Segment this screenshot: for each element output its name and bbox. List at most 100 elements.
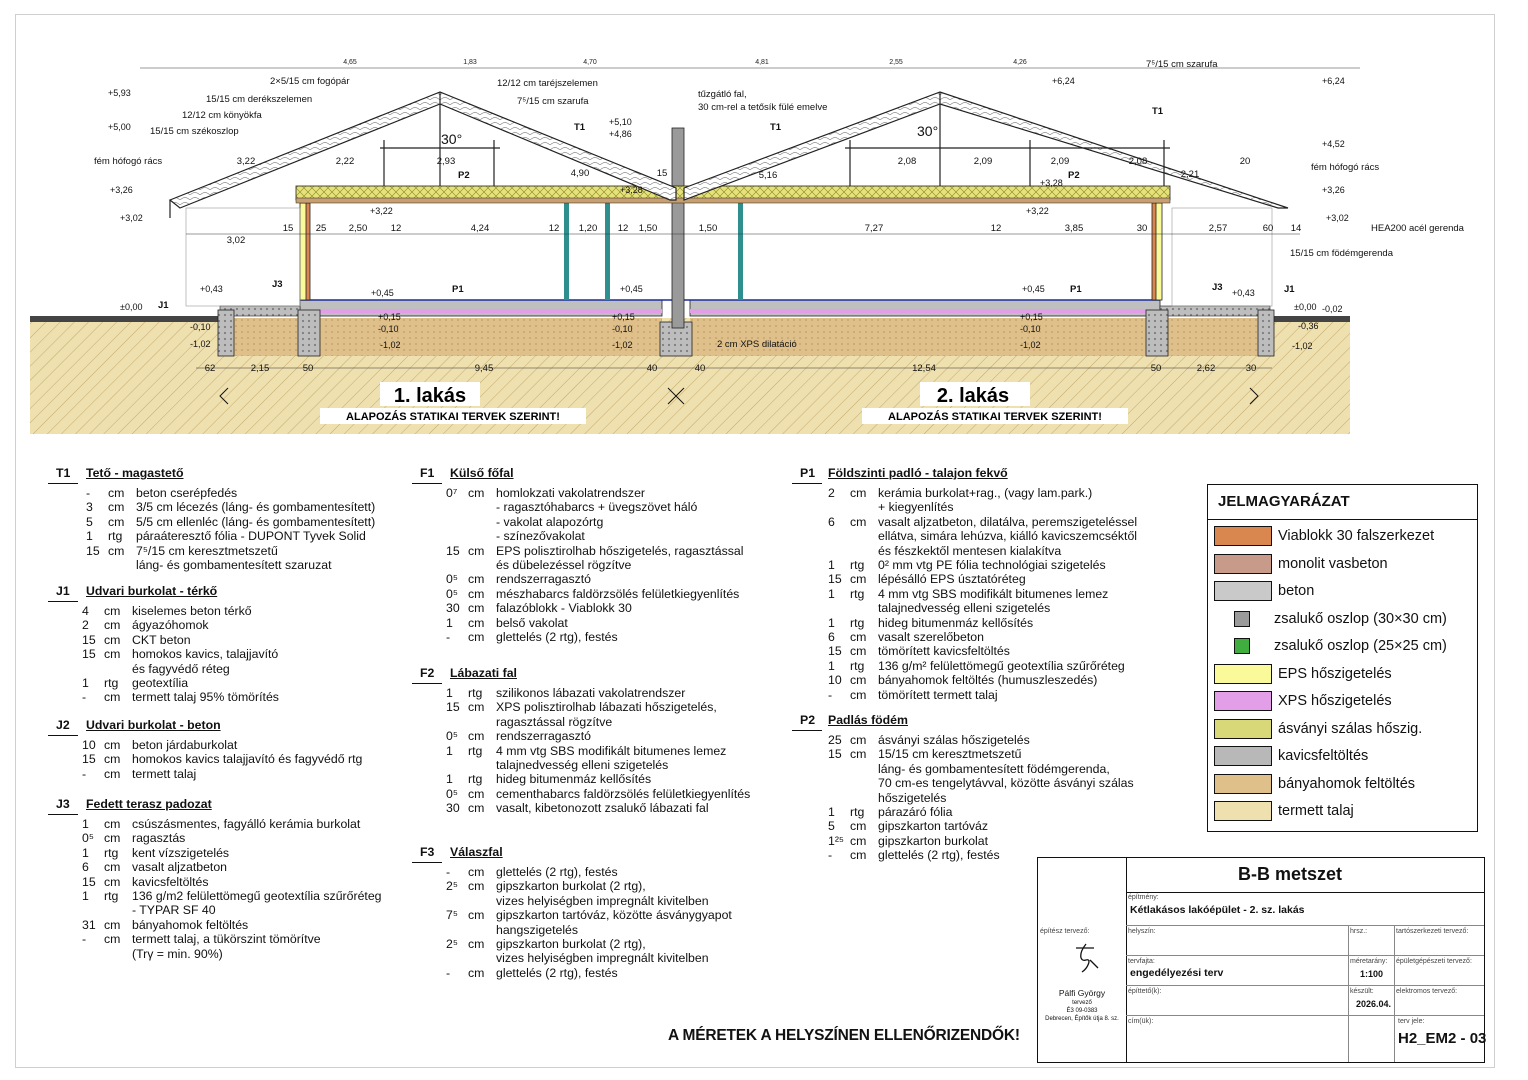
spec-row-qty bbox=[446, 894, 468, 908]
designer-signature-icon bbox=[1076, 943, 1099, 973]
spec-row-text: és fagyvédő réteg bbox=[132, 661, 230, 676]
spec-row-qty: 0⁵ bbox=[446, 572, 458, 587]
spec-row-qty: 6 bbox=[828, 630, 835, 645]
dim-upper: 5,16 bbox=[759, 170, 778, 181]
spec-row-text: ragasztás bbox=[132, 831, 186, 846]
spec-row-qty: 15 bbox=[828, 747, 842, 762]
spec-row-unit: cm bbox=[104, 618, 121, 633]
spec-row: - ragasztóhabarcs + üvegszövet háló bbox=[446, 500, 743, 514]
tag-j3: J3 bbox=[272, 279, 283, 290]
spec-row-text: 70 cm-es tengelytávval, közötte ásványi … bbox=[878, 776, 1134, 791]
spec-row-unit: cm bbox=[108, 486, 125, 500]
spec-row-text: vasalt aljzatbeton bbox=[132, 860, 228, 875]
spec-row-text: hangszigetelés bbox=[496, 922, 579, 937]
spec-row-qty: 2 bbox=[828, 486, 835, 500]
dim-inner: 1,50 bbox=[699, 223, 718, 234]
dim-upper: 15 bbox=[657, 168, 668, 179]
spec-row-qty: 1 bbox=[82, 889, 89, 904]
level-label: -0,10 bbox=[190, 322, 211, 332]
level-label: +3,02 bbox=[1326, 213, 1349, 223]
spec-row-qty: 1 bbox=[828, 805, 835, 820]
spec-row-text: vizes helyiségben impregnált kivitelben bbox=[496, 893, 709, 908]
spec-row-unit: rtg bbox=[468, 772, 483, 787]
foundations bbox=[217, 309, 1275, 357]
spec-row-unit bbox=[468, 515, 496, 529]
label-scale: méretarány: bbox=[1350, 958, 1388, 965]
spec-row-unit: rtg bbox=[850, 805, 865, 820]
dim-upper: 20 bbox=[1240, 156, 1251, 167]
spec-row-unit: rtg bbox=[468, 686, 483, 700]
spec-row-text: beton cserépfedés bbox=[136, 486, 238, 500]
level-label: +3,26 bbox=[1322, 185, 1345, 195]
spec-row-unit bbox=[104, 903, 132, 917]
spec-row-text: bányahomok feltöltés bbox=[132, 917, 249, 932]
dim-inner: 25 bbox=[316, 223, 327, 234]
designer-address: Debrecen, Építők útja 8. sz. bbox=[1045, 1016, 1119, 1022]
spec-row-unit: cm bbox=[104, 874, 121, 889]
spec-row-unit: rtg bbox=[104, 676, 119, 691]
spec-row-unit: cm bbox=[850, 747, 867, 762]
building-name: Kétlakásos lakóépület - 2. sz. lakás bbox=[1130, 904, 1305, 916]
note-tuzgatlo-2: 30 cm-rel a tetősík fülé emelve bbox=[698, 102, 827, 113]
level-label: +4,52 bbox=[1322, 139, 1345, 149]
spec-title: Lábazati fal bbox=[450, 666, 517, 680]
spec-row-qty: - bbox=[828, 848, 833, 863]
spec-row-unit bbox=[468, 558, 496, 572]
spec-row-qty: 7⁵ bbox=[446, 908, 458, 923]
floor-slab-2 bbox=[689, 299, 1161, 317]
level-label: -0,10 bbox=[378, 324, 399, 334]
note-tarejszelemen: 12/12 cm taréjszelemen bbox=[497, 78, 598, 89]
legend-label: termett talaj bbox=[1278, 803, 1354, 819]
spec-row-qty: 1 bbox=[828, 658, 835, 673]
spec-row-unit: cm bbox=[468, 879, 485, 894]
spec-code: T1 bbox=[56, 466, 71, 480]
legend-item: monolit vasbeton bbox=[1214, 553, 1388, 575]
spec-row-text: ágyazóhomok bbox=[132, 618, 209, 633]
spec-title: Padlás födém bbox=[828, 713, 908, 727]
spec-code: J2 bbox=[56, 718, 70, 732]
spec-row-qty: 1 bbox=[446, 772, 453, 787]
level-label: -1,02 bbox=[190, 339, 211, 349]
spec-row-text: hideg bitumenmáz kellősítés bbox=[878, 615, 1034, 630]
spec-row-text: ellátva, simára lehúzva, kiálló kavicsze… bbox=[878, 529, 1138, 544]
note-hofogo-right: fém hófogó rács bbox=[1311, 162, 1379, 173]
spec-row-text: 3/5 cm lécezés (láng- és gombamentesítet… bbox=[136, 500, 376, 515]
unit-2-label: 2. lakás bbox=[937, 385, 1009, 407]
spec-row-qty: 31 bbox=[82, 917, 96, 932]
level-label: +0,43 bbox=[1232, 288, 1255, 298]
spec-row-qty: - bbox=[82, 690, 87, 705]
spec-row-qty bbox=[828, 529, 850, 543]
spec-row-unit: cm bbox=[850, 630, 867, 645]
spec-row-text: rendszerragasztó bbox=[496, 572, 592, 587]
dim-upper: 3,22 bbox=[237, 156, 256, 167]
spec-row-text: homlokzati vakolatrendszer bbox=[496, 486, 645, 500]
section-drawing: 4,65 1,83 4,70 4,81 2,55 4,26 2×5/15 cm … bbox=[30, 59, 1465, 434]
spec-row-qty: 1 bbox=[82, 845, 89, 860]
label-structural: tartószerkezeti tervező: bbox=[1396, 928, 1469, 935]
spec-row-qty: 1 bbox=[82, 676, 89, 691]
spec-row-unit: cm bbox=[468, 601, 485, 616]
plan-type: engedélyezési terv bbox=[1130, 967, 1224, 979]
level-label: +5,93 bbox=[108, 88, 131, 98]
spec-row-qty: 15 bbox=[86, 543, 100, 558]
level-label: +3,28 bbox=[620, 185, 643, 195]
spec-row-unit: cm bbox=[468, 486, 485, 500]
spec-row-unit: cm bbox=[104, 932, 121, 947]
spec-row-qty: 2⁵ bbox=[446, 879, 458, 894]
spec-row-text: falazóblokk - Viablokk 30 bbox=[496, 601, 632, 616]
spec-row: talajnedvesség elleni szigetelés bbox=[446, 758, 750, 772]
spec-row-unit bbox=[850, 601, 878, 615]
spec-row-text: tömörített kavicsfeltöltés bbox=[878, 644, 1010, 659]
tag-p2: P2 bbox=[1068, 170, 1080, 181]
sand-fill-unit2 bbox=[690, 318, 1270, 356]
spec-row-qty: 6 bbox=[82, 860, 89, 875]
spec-row-qty: 0⁵ bbox=[82, 831, 94, 846]
